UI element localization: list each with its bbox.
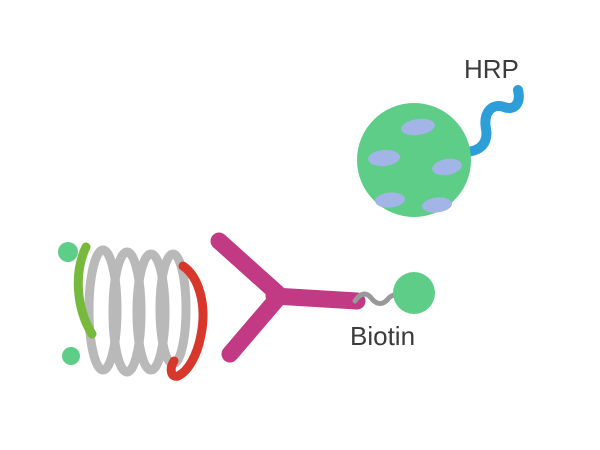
- hrp-enzyme-ribbon: [447, 85, 524, 157]
- antibody-arm-top: [210, 232, 286, 302]
- antibody-stem: [265, 287, 366, 310]
- edge-green-dot: [62, 347, 80, 365]
- biotin-label: Biotin: [350, 321, 415, 351]
- antibody-y: [210, 232, 366, 363]
- binding-site-ellipse: [432, 158, 462, 176]
- binding-site-ellipse: [368, 149, 400, 167]
- antibody-arm-bottom: [221, 290, 286, 363]
- hrp-label: HRP: [464, 54, 519, 84]
- biotin-sphere: [393, 272, 435, 314]
- coil-loop: [132, 249, 170, 375]
- streptavidin-sphere: [357, 103, 471, 217]
- coil-red-segment: [166, 261, 208, 381]
- edge-green-dot: [58, 242, 78, 262]
- streptavidin-body: [357, 103, 471, 217]
- binding-site-ellipse: [401, 118, 435, 136]
- coil-green-segment: [73, 242, 97, 339]
- binding-site-ellipse: [422, 197, 452, 213]
- antigen-coil: [73, 242, 208, 381]
- binding-site-ellipse: [375, 192, 405, 208]
